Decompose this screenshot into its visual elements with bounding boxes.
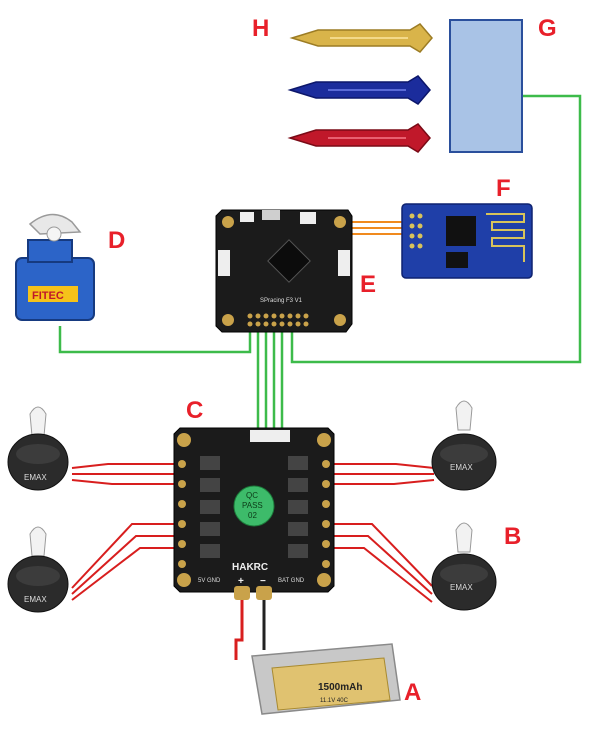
esp-wifi-module-icon <box>401 203 533 279</box>
motor-brand-bl: EMAX <box>24 595 47 604</box>
label-g: G <box>538 15 557 42</box>
wires <box>58 94 582 660</box>
fc-to-esp-uart-wires <box>352 221 402 235</box>
labels: H G F D E C B A <box>108 15 557 706</box>
servo-icon: FITEC <box>15 213 95 321</box>
brushless-motor-icon-bottom-left: EMAX <box>7 526 69 613</box>
flight-controller-icon: SPracing F3 V1 <box>215 209 353 333</box>
battery-capacity-text: 1500mAh <box>318 682 362 693</box>
motor-wires-bottom-right <box>334 523 433 603</box>
brushless-motor-icon-bottom-right: EMAX <box>431 522 497 611</box>
label-e: E <box>360 271 376 298</box>
battery-positive-wire <box>234 598 244 660</box>
label-d: D <box>108 227 125 254</box>
label-c: C <box>186 397 203 424</box>
esc-board-icon: QC PASS 02 HAKRC 5V GND BAT GND + − <box>173 427 335 600</box>
motor-wires-top-left <box>71 463 176 485</box>
motor-brand-tr: EMAX <box>450 463 473 472</box>
esc-plus-sign: + <box>238 576 244 587</box>
propeller-icon-blue <box>287 75 431 105</box>
motor-wires-bottom-left <box>71 523 176 601</box>
battery-spec-text: 11.1V 40C <box>320 698 349 704</box>
motor-brand-tl: EMAX <box>24 473 47 482</box>
propeller-icon-gold <box>289 23 433 53</box>
esc-sticker-line3: 02 <box>248 511 257 520</box>
box-g-to-fc-wire <box>290 94 582 364</box>
module-box-g <box>449 19 523 153</box>
esc-brand-text: HAKRC <box>232 562 268 573</box>
motor-wires-top-right <box>334 463 435 485</box>
label-h: H <box>252 15 269 42</box>
propeller-icon-red <box>287 123 431 153</box>
esc-pad-right-label: BAT GND <box>278 578 305 584</box>
esc-sticker-line1: QC <box>246 491 258 500</box>
flight-controller-model-text: SPracing F3 V1 <box>260 298 303 304</box>
esc-sticker-line2: PASS <box>242 501 263 510</box>
servo-to-fc-wire <box>58 326 252 354</box>
label-a: A <box>404 679 421 706</box>
esc-minus-sign: − <box>260 576 266 587</box>
fc-to-esc-signal-wires <box>256 330 284 428</box>
esc-qc-sticker <box>233 485 275 527</box>
servo-brand-text: FITEC <box>32 290 64 302</box>
label-b: B <box>504 523 521 550</box>
brushless-motor-icon-top-left: EMAX <box>7 406 69 491</box>
lipo-battery-icon: 1500mAh 11.1V 40C <box>251 643 401 715</box>
label-f: F <box>496 175 511 202</box>
motor-brand-br: EMAX <box>450 583 473 592</box>
esc-pad-left-label: 5V GND <box>198 578 221 584</box>
brushless-motor-icon-top-right: EMAX <box>431 400 497 491</box>
